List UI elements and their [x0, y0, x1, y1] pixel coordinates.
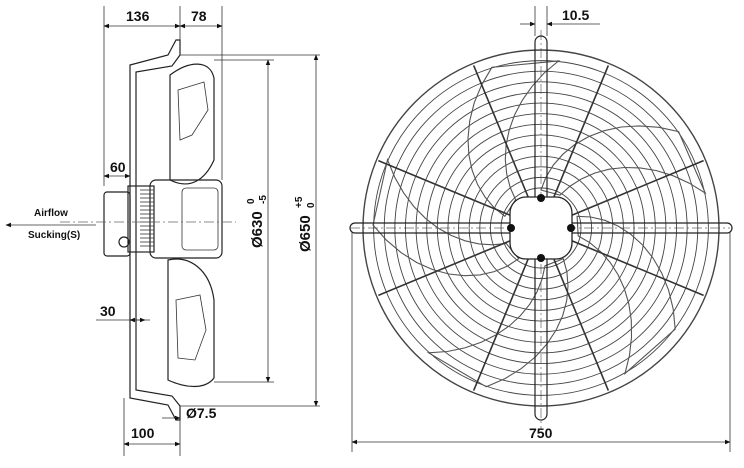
- guard-spoke: [572, 159, 704, 216]
- blade-lower-inner: [175, 294, 207, 361]
- fan-blade: [540, 125, 707, 196]
- guard-spoke: [378, 159, 510, 216]
- guard-ring: [415, 102, 667, 354]
- guard-spoke: [553, 65, 610, 197]
- sucking-label: Sucking(S): [28, 230, 80, 241]
- dim-d650-tol-lower: 0: [306, 202, 317, 208]
- dim-top: 10.5: [562, 7, 589, 23]
- side-view: 136 78 60 30 100 Ø7.5 Ø630 0 -5 Ø650 +5: [5, 6, 320, 456]
- guard-ring: [394, 81, 688, 375]
- fan-blade: [467, 60, 561, 218]
- dim-d630-tol-upper: 0: [246, 198, 257, 204]
- guard-ring: [383, 70, 699, 386]
- guard-ring: [426, 113, 656, 343]
- blade-upper-inner: [177, 81, 209, 141]
- dim-d630-tol-lower: -5: [258, 195, 269, 204]
- dim-78: 78: [191, 8, 207, 24]
- motor-body: [127, 185, 155, 253]
- front-view: 10.5 750: [349, 6, 733, 452]
- hub-bolt-left: [507, 224, 515, 232]
- dim-hole: Ø7.5: [186, 405, 217, 421]
- mounting-plate-outline: [129, 39, 181, 421]
- blade-upper: [169, 63, 215, 185]
- guard-spoke: [472, 259, 529, 391]
- guard-ring: [489, 176, 593, 280]
- guard-spoke: [472, 65, 529, 197]
- cable-gland: [118, 236, 130, 248]
- hub-bolt-top: [537, 194, 545, 202]
- dim-136: 136: [126, 8, 150, 24]
- hub-bolt-right: [567, 224, 575, 232]
- hub-bolt-bottom: [537, 254, 545, 262]
- dim-d650-tol-upper: +5: [294, 196, 305, 208]
- airflow-label: Airflow: [34, 208, 68, 219]
- dim-30: 30: [100, 303, 116, 319]
- guard-ring: [468, 155, 614, 301]
- fan-blade: [372, 157, 520, 277]
- dim-60: 60: [110, 159, 126, 175]
- guard-spoke: [378, 240, 510, 297]
- guard-spokes: [378, 65, 704, 391]
- motor-ribs: [140, 189, 154, 247]
- guard-ring: [447, 134, 635, 322]
- fan-blade: [576, 215, 676, 376]
- blade-lower: [167, 258, 215, 388]
- dim-d630: Ø630: [249, 211, 266, 248]
- guard-spoke: [572, 240, 704, 297]
- guard-ring: [373, 60, 709, 396]
- guard-rings: [362, 49, 720, 407]
- guard-ring: [479, 166, 603, 290]
- hub-ring: [181, 187, 219, 251]
- terminal-box: [103, 191, 131, 257]
- fan-blades: [372, 60, 707, 388]
- fan-blade: [426, 257, 569, 388]
- guard-spoke: [553, 259, 610, 391]
- dim-100: 100: [131, 425, 155, 441]
- guard-ring: [362, 49, 720, 407]
- guard-ring: [500, 187, 582, 269]
- dim-d650: Ø650: [297, 215, 314, 252]
- guard-ring: [405, 92, 677, 364]
- guard-ring: [458, 145, 624, 311]
- front-hub: [509, 196, 573, 260]
- dim-width: 750: [529, 425, 553, 441]
- hub: [149, 179, 223, 259]
